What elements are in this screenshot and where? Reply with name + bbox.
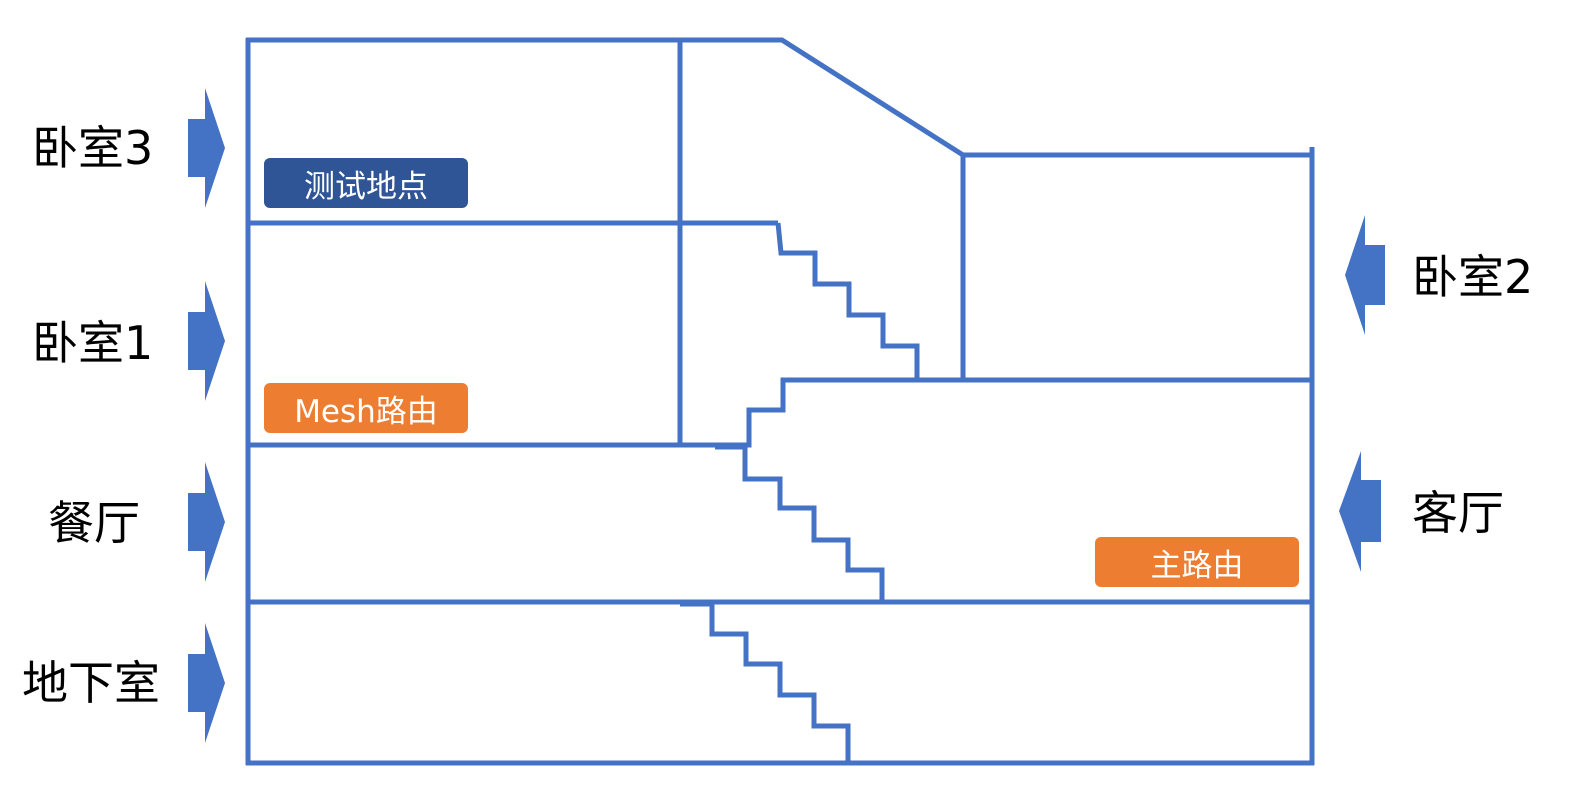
room-label-bedroom3: 卧室3 (32, 121, 154, 175)
stairs-upper (775, 222, 920, 380)
stairs-middle (745, 377, 808, 448)
stairs-lower (715, 444, 885, 602)
arrow-right-icon (188, 623, 225, 743)
room-label-living: 客厅 (1412, 486, 1504, 540)
arrow-right-icon (188, 462, 225, 582)
stairs-basement (680, 601, 851, 763)
arrow-right-icon (188, 88, 225, 208)
test-location-tag: 测试地点 (264, 158, 468, 208)
room-label-bedroom2: 卧室2 (1412, 250, 1534, 304)
room-label-basement: 地下室 (22, 656, 160, 710)
arrow-left-icon (1345, 215, 1385, 335)
room-label-dining: 餐厅 (48, 496, 140, 550)
room-label-bedroom1: 卧室1 (32, 316, 154, 370)
main-router-tag: 主路由 (1095, 537, 1299, 587)
mesh-router-tag: Mesh路由 (264, 383, 468, 433)
arrow-left-icon (1339, 451, 1381, 572)
outer-wall-top-roof (246, 37, 1312, 158)
arrow-right-icon (188, 281, 225, 401)
